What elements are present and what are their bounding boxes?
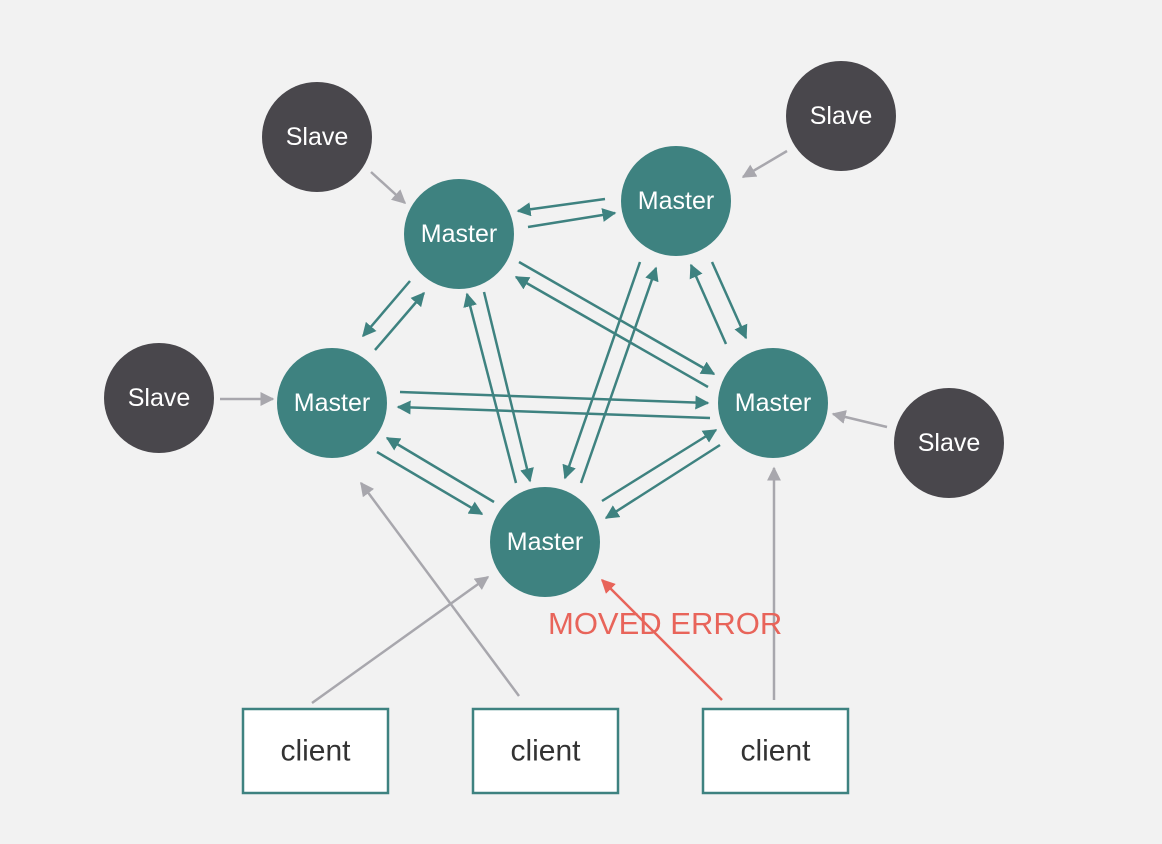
client-box-2 [471, 707, 620, 795]
arrow-moved-error [601, 579, 723, 701]
arrow-mr-to-tl [514, 275, 709, 389]
arrow-ml-to-b [376, 450, 484, 516]
client-box-1 [241, 707, 390, 795]
arrow-mr-to-ml [396, 400, 711, 420]
slave-label-top-left: Slave [286, 123, 349, 151]
master-label-top-right: Master [638, 187, 714, 215]
nodes: Slave Slave Slave Slave Master Master Ma… [104, 61, 1004, 795]
client-label-1: client [280, 735, 351, 768]
arrow-tr-to-b [562, 261, 642, 480]
arrow-b-to-tr [579, 266, 659, 484]
moved-error-label: MOVED ERROR [548, 606, 782, 641]
arrow-tl-to-ml [362, 280, 411, 338]
arrow-slave-tr-to-master [741, 149, 788, 179]
arrow-b-to-mr [601, 428, 718, 503]
master-node-top-left [404, 179, 514, 289]
arrow-b-to-ml [385, 436, 495, 504]
arrow-ml-to-tl [374, 291, 425, 351]
arrow-client2-to-master-ml [359, 481, 521, 697]
arrow-client1-to-master-b [311, 575, 490, 705]
slave-label-top-right: Slave [810, 102, 873, 130]
connection-arrows [220, 149, 888, 705]
client-label-2: client [510, 735, 581, 768]
arrow-tl-to-b [482, 291, 534, 483]
arrow-slave-tl-to-master [370, 171, 407, 204]
arrow-mr-to-tr [689, 263, 728, 345]
master-label-mid-left: Master [294, 389, 370, 417]
master-node-bottom [490, 487, 600, 597]
master-label-top-left: Master [421, 220, 497, 248]
master-node-mid-right [718, 348, 828, 458]
arrow-tl-to-tr [527, 208, 617, 229]
client-box-3 [701, 707, 850, 795]
arrow-ml-to-mr [399, 390, 710, 410]
slave-node-top-right [786, 61, 896, 171]
slave-node-right [894, 388, 1004, 498]
slave-node-left [104, 343, 214, 453]
slave-label-right: Slave [918, 429, 981, 457]
arrow-tr-to-tl [516, 197, 606, 217]
master-label-bottom: Master [507, 528, 583, 556]
client-label-3: client [740, 735, 811, 768]
slave-node-top-left [262, 82, 372, 192]
arrow-mr-to-b [604, 443, 721, 520]
arrow-tr-to-mr [710, 261, 748, 340]
arrow-slave-right-to-master [831, 410, 888, 429]
master-label-mid-right: Master [735, 389, 811, 417]
slave-label-left: Slave [128, 384, 191, 412]
master-node-mid-left [277, 348, 387, 458]
master-node-top-right [621, 146, 731, 256]
arrow-b-to-tl [463, 292, 518, 484]
arrow-tl-to-mr [518, 260, 716, 376]
